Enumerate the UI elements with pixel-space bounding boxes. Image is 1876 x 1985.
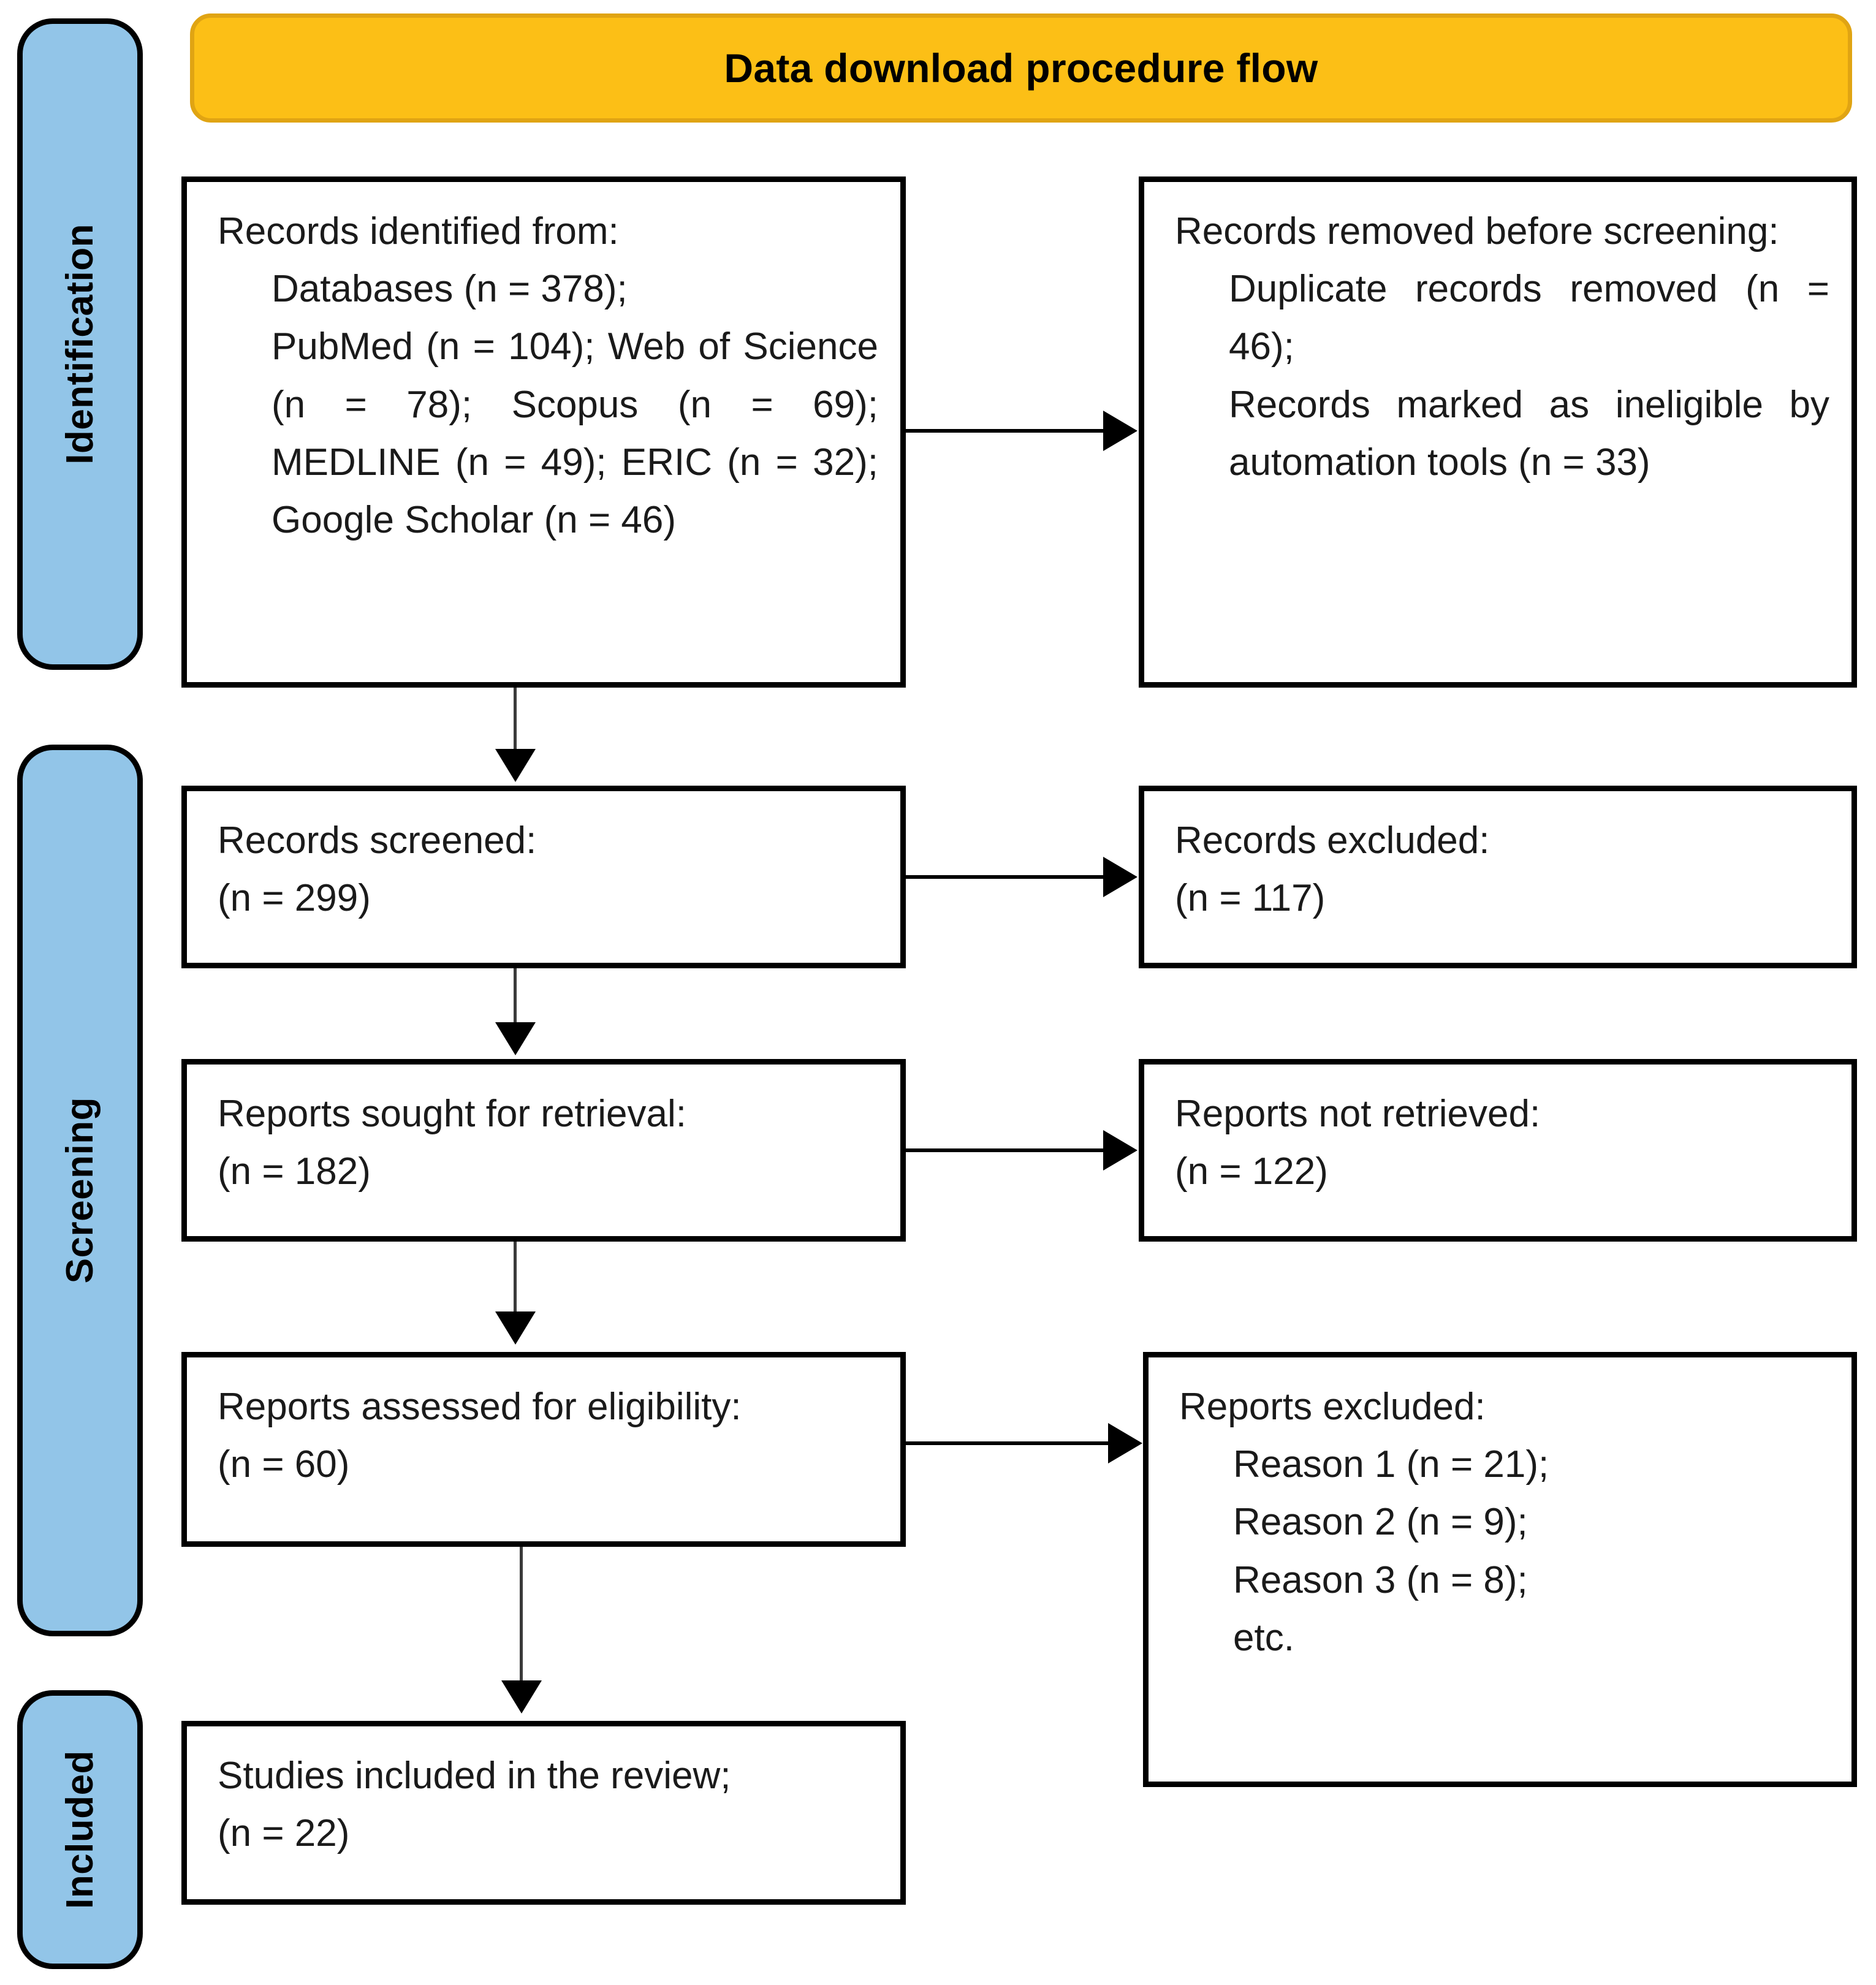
reports-excluded-reason-3: Reason 3 (n = 8); xyxy=(1233,1558,1528,1601)
records-removed-line-1: Duplicate records removed (n = 46); xyxy=(1229,268,1840,368)
reports-excluded-heading: Reports excluded: xyxy=(1179,1386,1486,1428)
box-reports-sought: Reports sought for retrieval: (n = 182) xyxy=(181,1059,906,1242)
box-records-identified: Records identified from: Databases (n = … xyxy=(181,176,906,688)
banner-title: Data download procedure flow xyxy=(724,45,1318,91)
reports-sought-heading: Reports sought for retrieval: xyxy=(218,1093,687,1135)
studies-included-heading: Studies included in the review; xyxy=(218,1755,731,1797)
stage-label-identification: Identification xyxy=(58,224,101,465)
reports-excluded-reason-2: Reason 2 (n = 9); xyxy=(1233,1501,1528,1544)
records-excluded-count: (n = 117) xyxy=(1175,877,1326,920)
records-removed-line-2: Records marked as ineligible by automati… xyxy=(1229,383,1840,484)
reports-assessed-count: (n = 60) xyxy=(218,1443,350,1486)
records-identified-line-1: Databases (n = 378); xyxy=(272,268,628,311)
records-screened-count: (n = 299) xyxy=(218,877,371,920)
box-records-removed: Records removed before screening: Duplic… xyxy=(1139,176,1857,688)
reports-not-retrieved-heading: Reports not retrieved: xyxy=(1175,1093,1541,1135)
records-identified-line-2: PubMed (n = 104); Web of Science (n = 78… xyxy=(272,325,889,542)
reports-not-retrieved-count: (n = 122) xyxy=(1175,1150,1328,1193)
box-reports-assessed: Reports assessed for eligibility: (n = 6… xyxy=(181,1352,906,1547)
records-excluded-heading: Records excluded: xyxy=(1175,819,1490,862)
reports-excluded-reason-4: etc. xyxy=(1233,1616,1294,1659)
box-records-screened: Records screened: (n = 299) xyxy=(181,786,906,968)
stage-label-screening: Screening xyxy=(58,1097,101,1284)
stage-pill-included: Included xyxy=(17,1690,143,1969)
studies-included-count: (n = 22) xyxy=(218,1812,350,1855)
box-reports-excluded: Reports excluded: Reason 1 (n = 21); Rea… xyxy=(1143,1352,1857,1787)
reports-excluded-reason-1: Reason 1 (n = 21); xyxy=(1233,1443,1549,1486)
records-screened-heading: Records screened: xyxy=(218,819,537,862)
box-reports-not-retrieved: Reports not retrieved: (n = 122) xyxy=(1139,1059,1857,1242)
stage-label-included: Included xyxy=(58,1750,101,1909)
records-removed-heading: Records removed before screening: xyxy=(1175,210,1779,252)
reports-assessed-heading: Reports assessed for eligibility: xyxy=(218,1386,742,1428)
records-identified-heading: Records identified from: xyxy=(218,210,619,252)
title-banner: Data download procedure flow xyxy=(190,13,1852,123)
box-records-excluded: Records excluded: (n = 117) xyxy=(1139,786,1857,968)
stage-pill-identification: Identification xyxy=(17,18,143,670)
reports-sought-count: (n = 182) xyxy=(218,1150,371,1193)
stage-pill-screening: Screening xyxy=(17,745,143,1636)
box-studies-included: Studies included in the review; (n = 22) xyxy=(181,1721,906,1905)
